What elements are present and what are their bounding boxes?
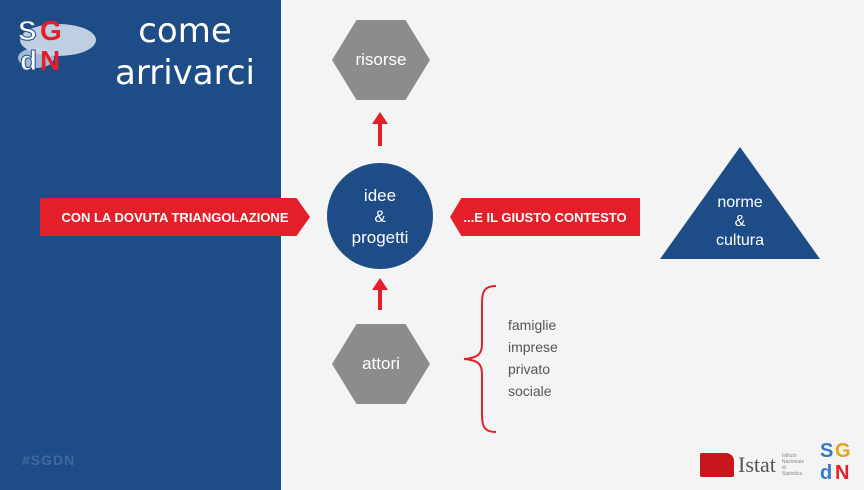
logo-small-g: G	[835, 440, 851, 462]
hexagon-attori-label: attori	[362, 354, 400, 373]
triangle-line-3: cultura	[715, 232, 765, 249]
list-item: imprese	[508, 339, 558, 355]
logo-letter-g: G	[40, 15, 62, 46]
hexagon-risorse: risorse	[332, 20, 430, 100]
title-line-1: come	[138, 11, 232, 51]
right-banner: ...E IL GIUSTO CONTESTO	[450, 198, 640, 236]
title-line-2: arrivarci	[115, 53, 255, 93]
istat-mark-icon	[700, 453, 734, 477]
istat-label: Istat	[738, 452, 776, 477]
attori-list: famiglie imprese privato sociale	[508, 314, 558, 402]
logo-letter-d: d	[20, 45, 37, 76]
list-item: famiglie	[508, 317, 557, 333]
hashtag-watermark: #SGDN	[22, 452, 76, 468]
triangle-label: norme & cultura	[690, 193, 790, 250]
triangle-line-1: norme	[717, 194, 763, 211]
istat-sublabel: Istituto Nazionale di Statistica	[781, 453, 805, 477]
logo-letter-n: N	[40, 45, 60, 76]
arrow-up-icon	[372, 278, 388, 310]
left-panel: S G d N come arrivarci #SGDN	[0, 0, 281, 490]
curly-brace-icon	[463, 285, 497, 433]
sgdn-logo: S G d N	[18, 15, 96, 76]
logo-small-n: N	[835, 462, 849, 481]
list-item: sociale	[508, 383, 552, 399]
left-banner: CON LA DOVUTA TRIANGOLAZIONE	[40, 198, 310, 236]
hexagon-risorse-label: risorse	[355, 50, 407, 69]
center-circle: idee & progetti	[327, 163, 433, 269]
triangle-line-2: &	[734, 213, 746, 230]
istat-logo: Istat Istituto Nazionale di Statistica	[700, 452, 804, 478]
left-banner-label: CON LA DOVUTA TRIANGOLAZIONE	[61, 209, 289, 225]
center-line-2: &	[374, 206, 386, 226]
logo-small-d: d	[820, 462, 832, 481]
hexagon-attori: attori	[332, 324, 430, 404]
sgdn-logo-small: S G d N	[820, 440, 851, 481]
slide-title: come arrivarci	[100, 10, 270, 94]
logo-letter-s: S	[18, 15, 37, 46]
right-banner-label: ...E IL GIUSTO CONTESTO	[463, 209, 627, 225]
logo-small-s: S	[820, 440, 833, 462]
arrow-up-icon	[372, 112, 388, 146]
center-line-1: idee	[363, 185, 397, 205]
list-item: privato	[508, 361, 551, 377]
center-line-3: progetti	[351, 227, 409, 247]
